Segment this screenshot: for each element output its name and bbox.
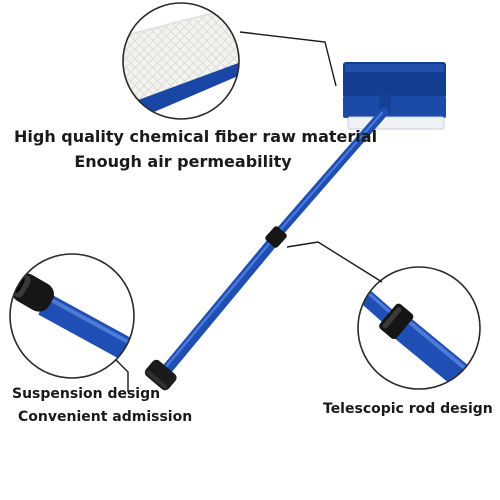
- telescopic-pole: [144, 107, 389, 391]
- squeegee-frame: [343, 96, 446, 118]
- zoom-circle-sponge: [122, 2, 240, 120]
- caption-material-line2: Enough air permeability: [74, 152, 292, 171]
- caption-suspension-line2: Convenient admission: [18, 409, 193, 425]
- pole-lower-section: [162, 232, 282, 374]
- caption-material-quality: High quality chemical fiber raw material…: [14, 124, 378, 174]
- zoom-circle-joint: [357, 266, 481, 390]
- zoom-circle-grip: [9, 253, 135, 379]
- caption-suspension-design: Suspension design Convenient admission: [12, 383, 192, 429]
- pole-upper-highlight: [273, 112, 383, 238]
- caption-suspension-line1: Suspension design: [12, 386, 161, 402]
- pole-joint-collar: [265, 226, 287, 248]
- callout-line-joint: [286, 241, 383, 283]
- squeegee-head: [343, 62, 446, 130]
- squeegee-sponge-highlight: [345, 64, 444, 72]
- callout-line-grip: [115, 359, 129, 392]
- zoom-joint-collar: [379, 303, 414, 340]
- pole-end-grip: [144, 359, 177, 391]
- caption-telescopic-line1: Telescopic rod design: [323, 401, 493, 417]
- pole-lower-highlight: [163, 237, 275, 370]
- caption-telescopic-rod: Telescopic rod design: [323, 399, 493, 419]
- callout-lines: [115, 31, 383, 392]
- caption-material-line1: High quality chemical fiber raw material: [14, 127, 378, 146]
- zoom-grip-cap: [11, 273, 54, 312]
- callout-line-sponge: [239, 31, 337, 87]
